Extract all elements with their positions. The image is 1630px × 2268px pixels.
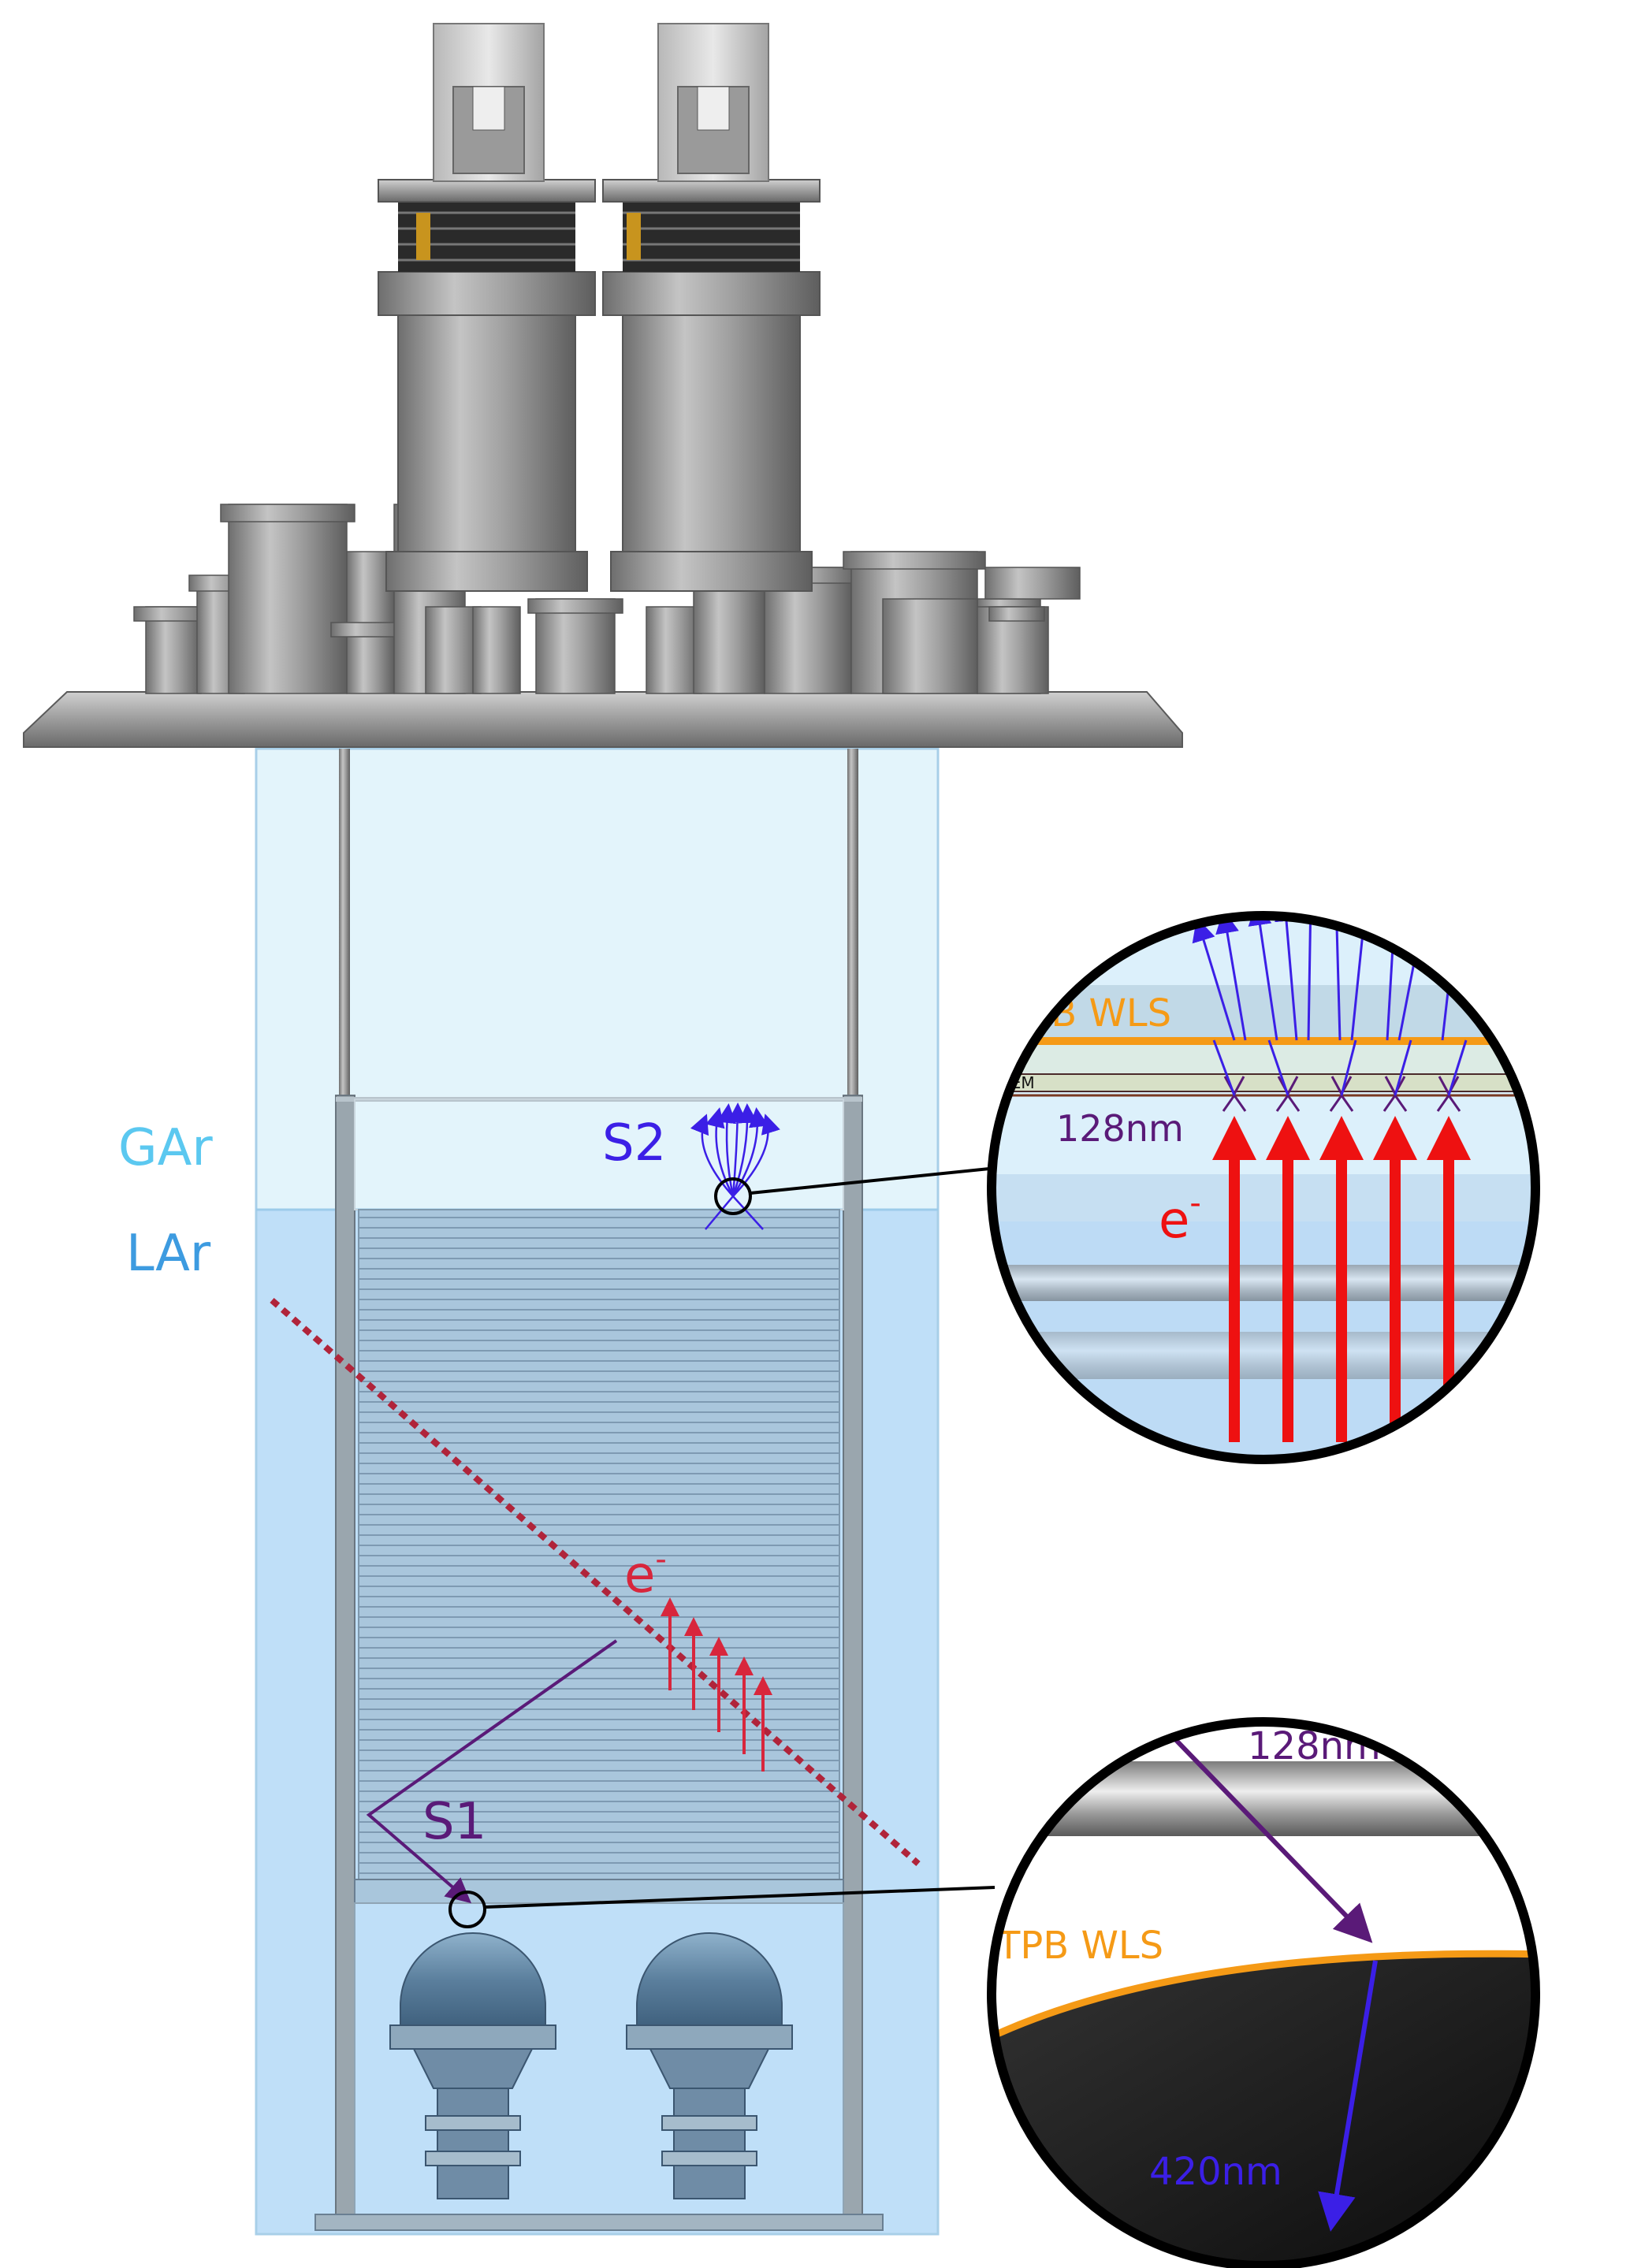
inset-thgem-zoom: TPB WLS THGEM 128nm e- 420nm [987, 850, 1540, 1464]
inset-bottom-420nm-label: 420nm [1149, 2150, 1282, 2194]
electron-drift-arrows [661, 1597, 772, 1772]
inset-top-electron-label: e- [1159, 1185, 1201, 1250]
thgem-plate [992, 1073, 1535, 1092]
inset-bottom-border [987, 1717, 1540, 2268]
cage-post-left [335, 1095, 355, 2215]
support-rod-right [847, 749, 858, 1095]
vacuum-ports [133, 504, 1081, 694]
gas-argon-region [256, 749, 938, 1210]
bottom-plate [314, 2214, 884, 2231]
vessel-outline [255, 747, 940, 2236]
s1-zoom-marker [448, 1891, 486, 1928]
s1-label: S1 [422, 1793, 486, 1851]
inset-tpb-zoom: 128nm TPB WLS 420nm [987, 1717, 1540, 2268]
cryocooler-turret-right [602, 23, 821, 592]
s2-zoom-marker [714, 1177, 752, 1215]
tpb-wls-layer [992, 1037, 1535, 1045]
inset-top-tpb-label: TPB WLS [1004, 991, 1171, 1035]
inset-top-128nm-label: 128nm [1056, 1107, 1184, 1150]
pmt-photocathode-surface [992, 1954, 1535, 2266]
inset-field-ring [992, 1265, 1535, 1301]
cathode-plate [354, 1879, 844, 1904]
support-rod-left [339, 749, 350, 1095]
top-flange-assembly [23, 23, 1183, 1095]
inset-420nm-arrows [1192, 916, 1468, 1096]
particle-track [270, 1297, 921, 1867]
pmt-right [626, 1932, 793, 2199]
inset-top-420nm-label: 420nm [1202, 850, 1335, 894]
cryocooler-turret-left [378, 23, 596, 592]
s2-emission [690, 1102, 780, 1230]
cage-post-right [843, 1095, 863, 2215]
s1-zoom-leader [484, 1886, 995, 1909]
inset-bottom-128nm-arrow [1148, 1722, 1373, 1943]
s2-label: S2 [602, 1114, 666, 1173]
inset-bottom-tpb-layer [992, 1950, 1535, 2043]
pmt-left [389, 1932, 556, 2199]
tpc-field-cage [314, 1095, 884, 2231]
inset-bottom-420nm-arrow [1318, 1960, 1378, 2232]
s1-light-path [366, 1639, 618, 1904]
main-flange [23, 691, 1183, 748]
inset-bottom-tpb-label: TPB WLS [996, 1924, 1163, 1968]
gas-argon-label: GAr [118, 1119, 213, 1177]
s2-zoom-leader [750, 1166, 998, 1195]
inset-top-border [987, 911, 1540, 1464]
electron-label: e- [624, 1541, 667, 1604]
liquid-argon-label: LAr [126, 1225, 211, 1283]
